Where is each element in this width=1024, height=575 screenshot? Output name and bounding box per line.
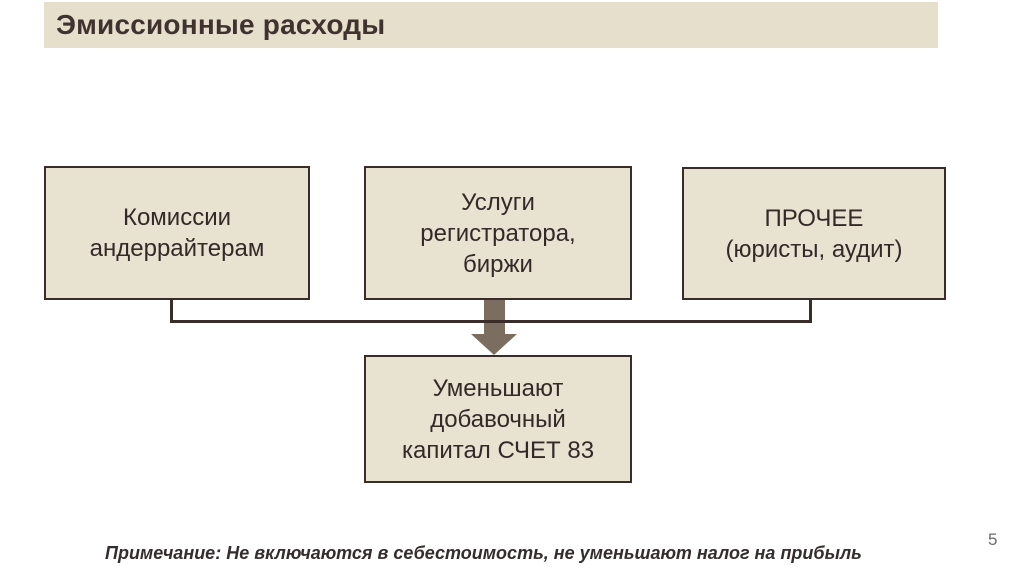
box-label: ПРОЧЕЕ (юристы, аудит) [725, 204, 903, 263]
box-other-expenses: ПРОЧЕЕ (юристы, аудит) [682, 167, 946, 300]
page-title: Эмиссионные расходы [56, 9, 386, 40]
footnote: Примечание: Не включаются в себестоимост… [105, 543, 862, 563]
connector-right-vertical [809, 300, 812, 323]
slide-title-bar: Эмиссионные расходы [44, 2, 938, 48]
box-label: Услуги регистратора, биржи [420, 188, 576, 278]
down-arrow-icon [484, 300, 505, 334]
box-registrar-services: Услуги регистратора, биржи [364, 166, 632, 300]
connector-left-vertical [170, 300, 173, 323]
box-underwriter-commissions: Комиссии андеррайтерам [44, 166, 310, 300]
connector-horizontal [170, 320, 812, 323]
page-number: 5 [988, 530, 998, 549]
box-result-capital: Уменьшают добавочный капитал СЧЕТ 83 [364, 355, 632, 483]
box-label: Комиссии андеррайтерам [89, 204, 265, 262]
box-label: Уменьшают добавочный капитал СЧЕТ 83 [401, 374, 595, 464]
down-arrow-head-icon [471, 334, 517, 355]
